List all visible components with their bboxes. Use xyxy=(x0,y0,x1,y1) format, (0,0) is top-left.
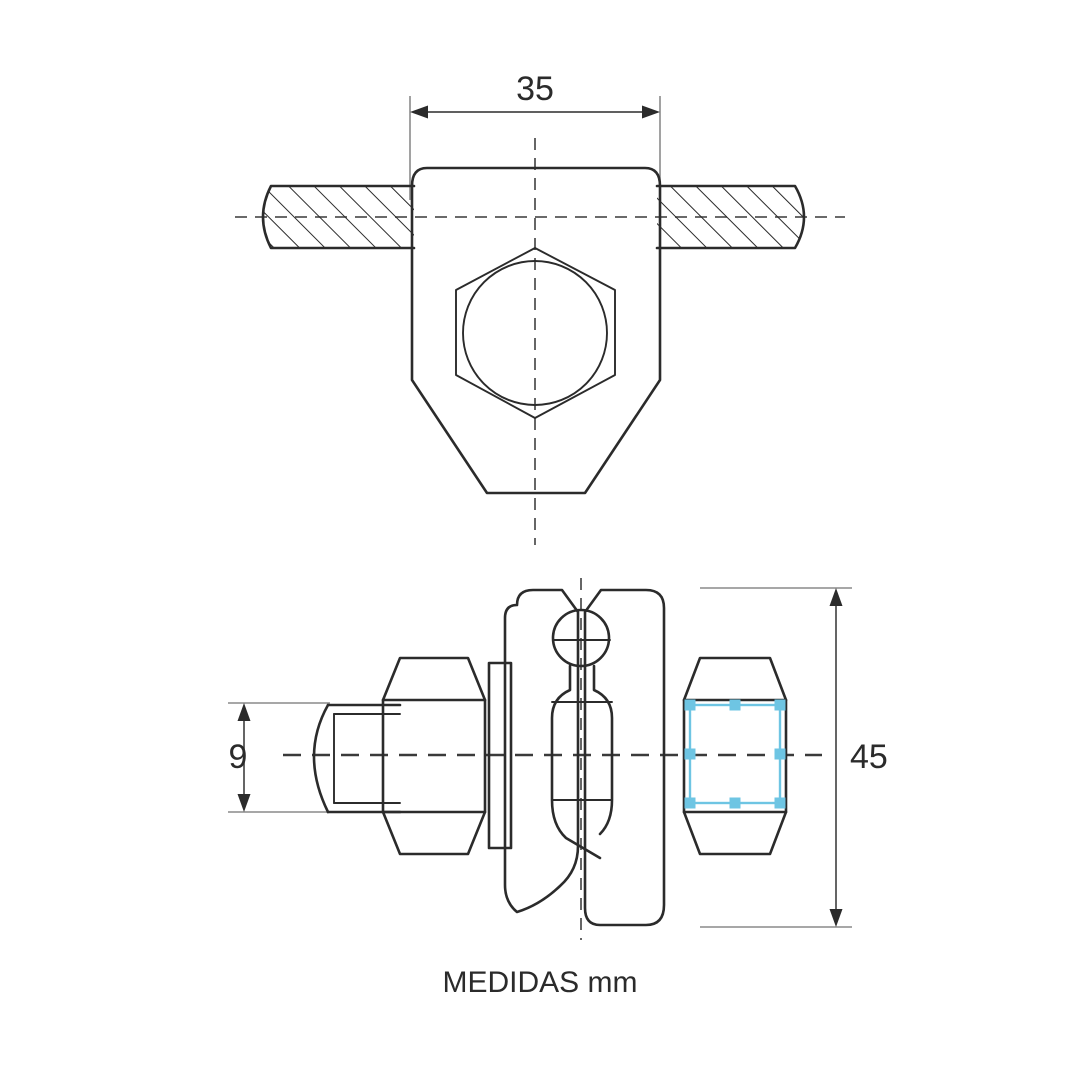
arrow-up-icon-45 xyxy=(829,588,843,606)
selection-overlay[interactable] xyxy=(684,699,786,809)
arrow-down-icon-9 xyxy=(237,794,251,812)
washer-plate xyxy=(487,661,513,850)
selection-handle-se[interactable] xyxy=(774,797,786,809)
selection-handle-ne[interactable] xyxy=(774,699,786,711)
dimension-value-35: 35 xyxy=(516,70,554,108)
selection-handle-w[interactable] xyxy=(684,748,696,760)
selection-handle-n[interactable] xyxy=(729,699,741,711)
dimension-45: 45 xyxy=(700,587,888,928)
rod-section-right xyxy=(655,184,806,250)
arrow-right-icon xyxy=(642,105,660,119)
dimension-35: 35 xyxy=(409,70,661,200)
caption-measures: MEDIDAS mm xyxy=(443,966,638,999)
selection-handle-nw[interactable] xyxy=(684,699,696,711)
arrow-down-icon-45 xyxy=(829,909,843,927)
dimension-value-45: 45 xyxy=(850,738,888,776)
side-view: 9 45 xyxy=(228,578,888,940)
bolt-body-inner xyxy=(550,664,614,860)
arrow-left-icon xyxy=(410,105,428,119)
bolt-head-boss xyxy=(551,608,611,668)
rod-section-left xyxy=(261,184,416,250)
selection-handle-sw[interactable] xyxy=(684,797,696,809)
selection-handle-e[interactable] xyxy=(774,748,786,760)
dimension-9: 9 xyxy=(228,702,330,813)
clamp-body-top xyxy=(410,166,662,495)
hex-nut-left xyxy=(381,656,487,856)
bolt-shank xyxy=(312,703,402,814)
dimension-value-9: 9 xyxy=(229,738,248,776)
selection-handle-s[interactable] xyxy=(729,797,741,809)
top-view: 35 xyxy=(235,70,845,545)
hex-nut-top xyxy=(455,247,616,419)
arrow-up-icon-9 xyxy=(237,703,251,721)
clamp-body-side xyxy=(503,588,666,927)
